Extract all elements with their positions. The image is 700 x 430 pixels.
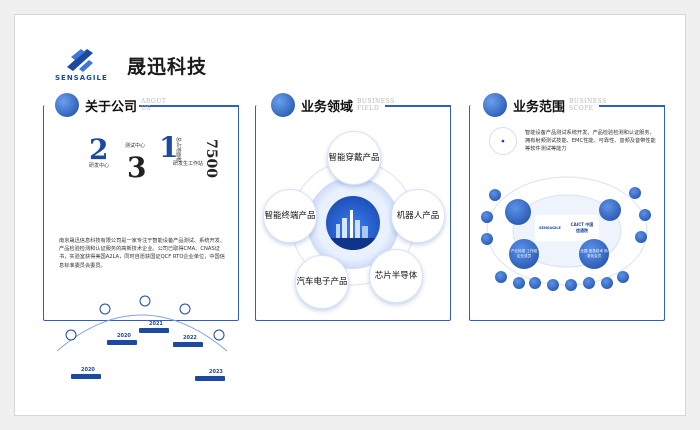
scope-node bbox=[565, 279, 577, 291]
stat-area-label: 总占地面积 bbox=[175, 137, 181, 163]
scope-node bbox=[601, 277, 613, 289]
scope-description: 智能设备产品测试系统开发、产品检验检测和认证服务，拥有射频测试技能、EMC性能、… bbox=[525, 130, 656, 152]
scope-left-bubble: 产业标准 工作组 企业成员 bbox=[509, 239, 539, 269]
business-item-robot: 机器人产品 bbox=[391, 189, 445, 243]
panel-frame bbox=[469, 105, 665, 321]
logo-mark-icon bbox=[67, 49, 93, 72]
stat-rd-center-number: 2 bbox=[89, 133, 109, 166]
stat-area-number: 7500 bbox=[203, 139, 219, 178]
stat-rd-center-label: 研发中心 bbox=[89, 163, 110, 169]
scope-right-bubble: 全国 信息技术 标准化会员 bbox=[579, 239, 609, 269]
scope-node bbox=[629, 187, 641, 199]
timeline-tag bbox=[173, 342, 203, 347]
about-title-text: 关于公司 bbox=[85, 99, 138, 115]
scope-node bbox=[583, 277, 595, 289]
scope-center-left: SENSAGILE bbox=[539, 226, 561, 230]
timeline-year: 2022 bbox=[183, 335, 197, 341]
scope-node bbox=[495, 271, 507, 283]
business-item-auto: 汽车电子产品 bbox=[295, 255, 349, 309]
header: SENSAGILE 晟迅科技 bbox=[55, 45, 207, 85]
scope-title-text: 业务范围 bbox=[513, 99, 566, 115]
scope-head-bubble: ● bbox=[489, 127, 517, 155]
panel-topline bbox=[385, 105, 451, 107]
business-item-wearable: 智能穿戴产品 bbox=[327, 131, 381, 185]
about-description: 南京晟迅信息科技有限公司是一家专注于智能设备产品测试、系统开发、产品检验检测和认… bbox=[59, 238, 226, 269]
company-logo: SENSAGILE bbox=[55, 45, 111, 85]
page-title: 晟迅科技 bbox=[127, 55, 208, 78]
scope-node bbox=[617, 271, 629, 283]
panel-frame bbox=[43, 105, 239, 321]
panel-topline bbox=[139, 105, 239, 107]
title-bullet-icon bbox=[49, 93, 79, 117]
scope-node bbox=[529, 277, 541, 289]
scope-node bbox=[599, 199, 621, 221]
stat-test-center-number: 3 bbox=[127, 151, 147, 184]
timeline-tag bbox=[195, 376, 225, 381]
panel-frame bbox=[255, 105, 451, 321]
logo-text: SENSAGILE bbox=[55, 74, 108, 82]
scope-node bbox=[639, 209, 651, 221]
scope-node bbox=[505, 199, 531, 225]
scope-node bbox=[635, 231, 647, 243]
scope-node bbox=[481, 233, 493, 245]
panel-topline bbox=[599, 105, 665, 107]
timeline-tag bbox=[107, 340, 137, 345]
scope-node bbox=[547, 279, 559, 291]
stat-workstation-label: 研发生工作站 bbox=[173, 161, 204, 167]
scope-node bbox=[481, 211, 493, 223]
scope-center-right: CAICT 中国信通院 bbox=[570, 222, 594, 233]
timeline-year: 2021 bbox=[149, 321, 163, 327]
scope-node bbox=[489, 189, 501, 201]
business-item-terminal: 智能终端产品 bbox=[263, 189, 317, 243]
timeline-year: 2023 bbox=[209, 369, 223, 375]
timeline-tag bbox=[139, 328, 169, 333]
timeline-year: 2020 bbox=[117, 333, 131, 339]
scope-center-badge: SENSAGILE CAICT 中国信通院 bbox=[535, 215, 599, 241]
timeline-year: 2020 bbox=[81, 367, 95, 373]
stat-workstation-number: 1 bbox=[159, 131, 179, 164]
stat-test-center-label: 测试中心 bbox=[125, 143, 146, 149]
scope-node bbox=[513, 277, 525, 289]
city-skyline-image bbox=[326, 196, 380, 250]
business-item-chip: 芯片半导体 bbox=[369, 249, 423, 303]
timeline-tag bbox=[71, 374, 101, 379]
timeline-arc bbox=[56, 295, 228, 352]
business-title-text: 业务领域 bbox=[301, 99, 354, 115]
